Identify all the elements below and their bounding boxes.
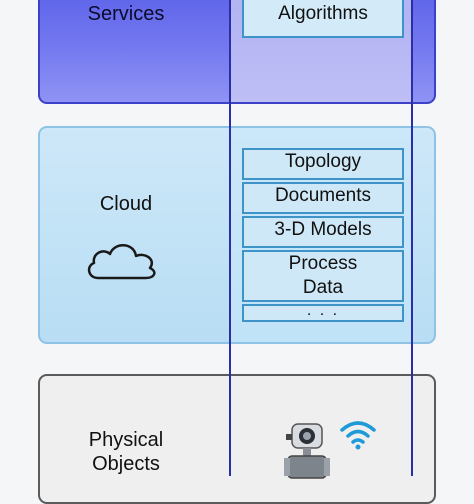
services-label: Services [87,3,165,25]
algorithms-box: Algorithms [242,0,404,38]
flow-meter-device-icon [284,423,330,479]
data-column-outline [229,0,413,476]
physical-objects-label: Physical Objects [88,429,164,475]
process-data-box: Process Data [242,250,404,302]
cloud-label: Cloud [99,193,153,215]
documents-box: Documents [242,182,404,214]
topology-box: Topology [242,148,404,180]
more-items-box: . . . [242,303,404,322]
3d-models-box: 3-D Models [242,216,404,248]
wifi-signal-icon [340,421,376,450]
cloud-outline-icon [87,244,156,280]
